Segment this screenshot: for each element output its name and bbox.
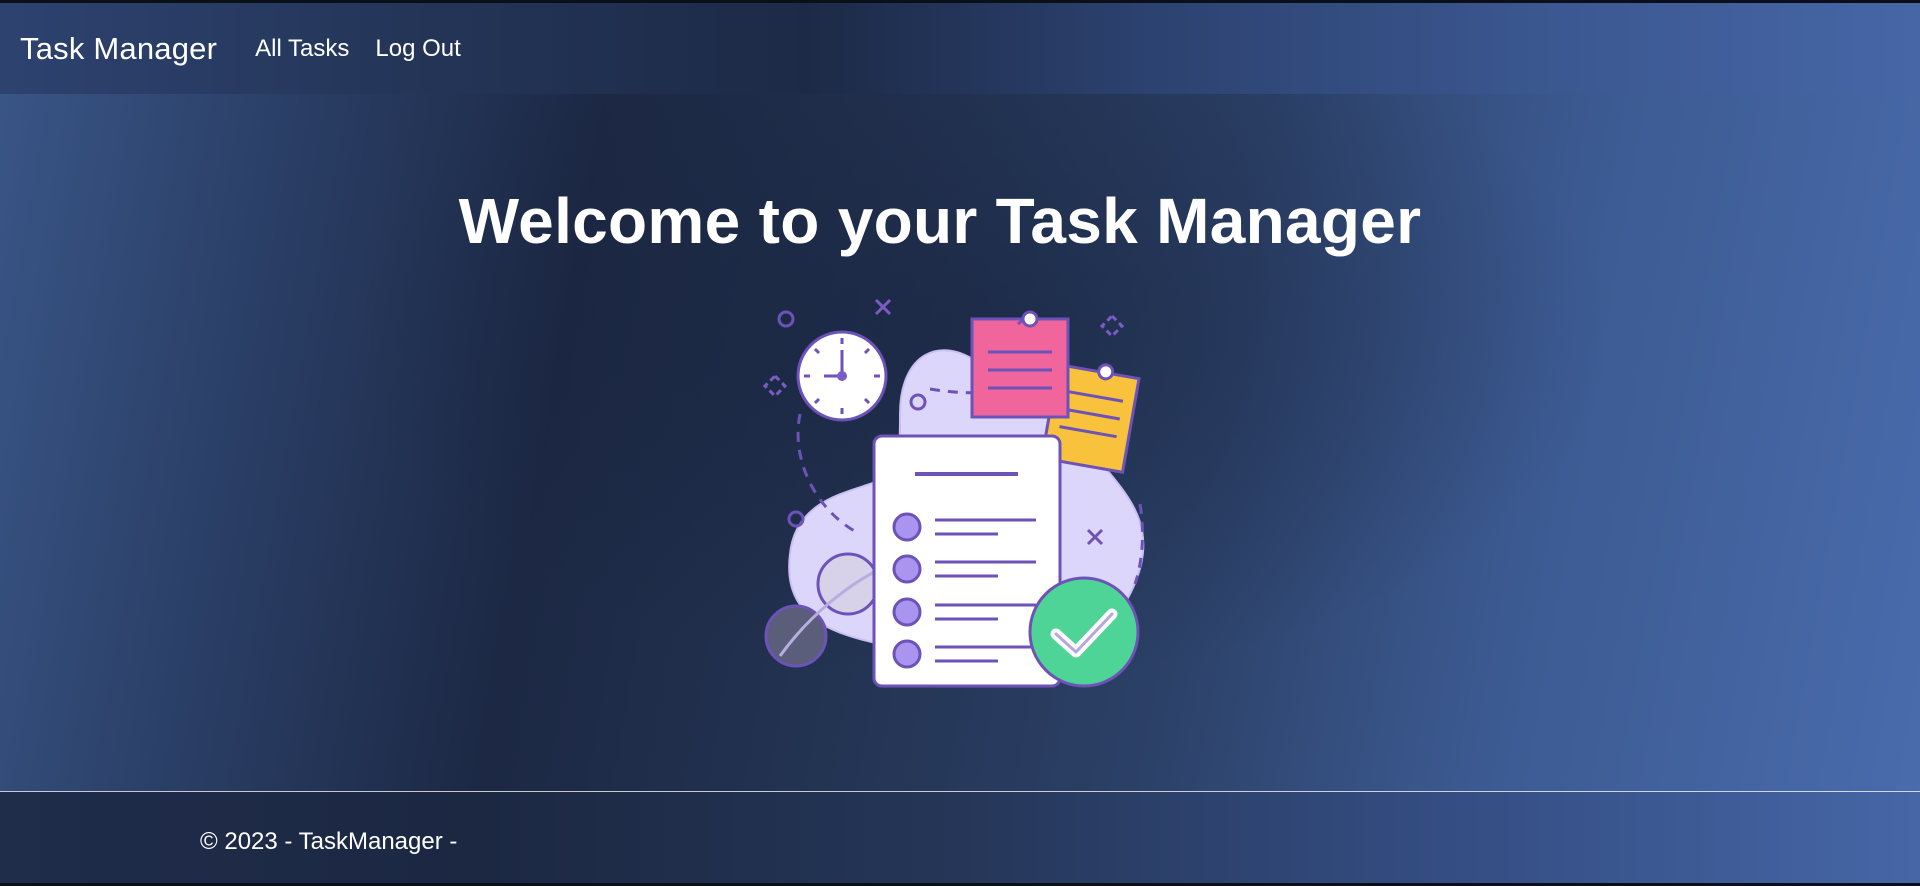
brand-link[interactable]: Task Manager — [20, 30, 218, 66]
footer-copyright: © 2023 - TaskManager - — [200, 828, 458, 855]
clock-icon — [796, 330, 888, 422]
nav-link-log-out[interactable]: Log Out — [375, 34, 461, 62]
decor-circle — [909, 393, 927, 411]
footer: © 2023 - TaskManager - — [0, 791, 1920, 883]
checklist-document-icon — [872, 434, 1062, 688]
task-checklist-illustration — [762, 298, 1145, 688]
leaf-icon — [764, 552, 881, 668]
pink-note-icon — [970, 310, 1070, 419]
decor-cross — [874, 298, 892, 316]
nav-link-all-tasks[interactable]: All Tasks — [255, 34, 350, 62]
dashed-path — [796, 413, 861, 536]
decor-circle — [777, 310, 795, 328]
decor-cross — [1086, 528, 1104, 546]
check-badge-icon — [1028, 576, 1140, 688]
page-title: Welcome to your Task Manager — [458, 185, 1422, 257]
main-content: Welcome to your Task Manager — [0, 94, 1920, 791]
navbar: Task Manager All Tasks Log Out — [0, 3, 1920, 94]
dashed-path-3 — [1133, 503, 1144, 585]
decor-circle — [787, 510, 805, 528]
